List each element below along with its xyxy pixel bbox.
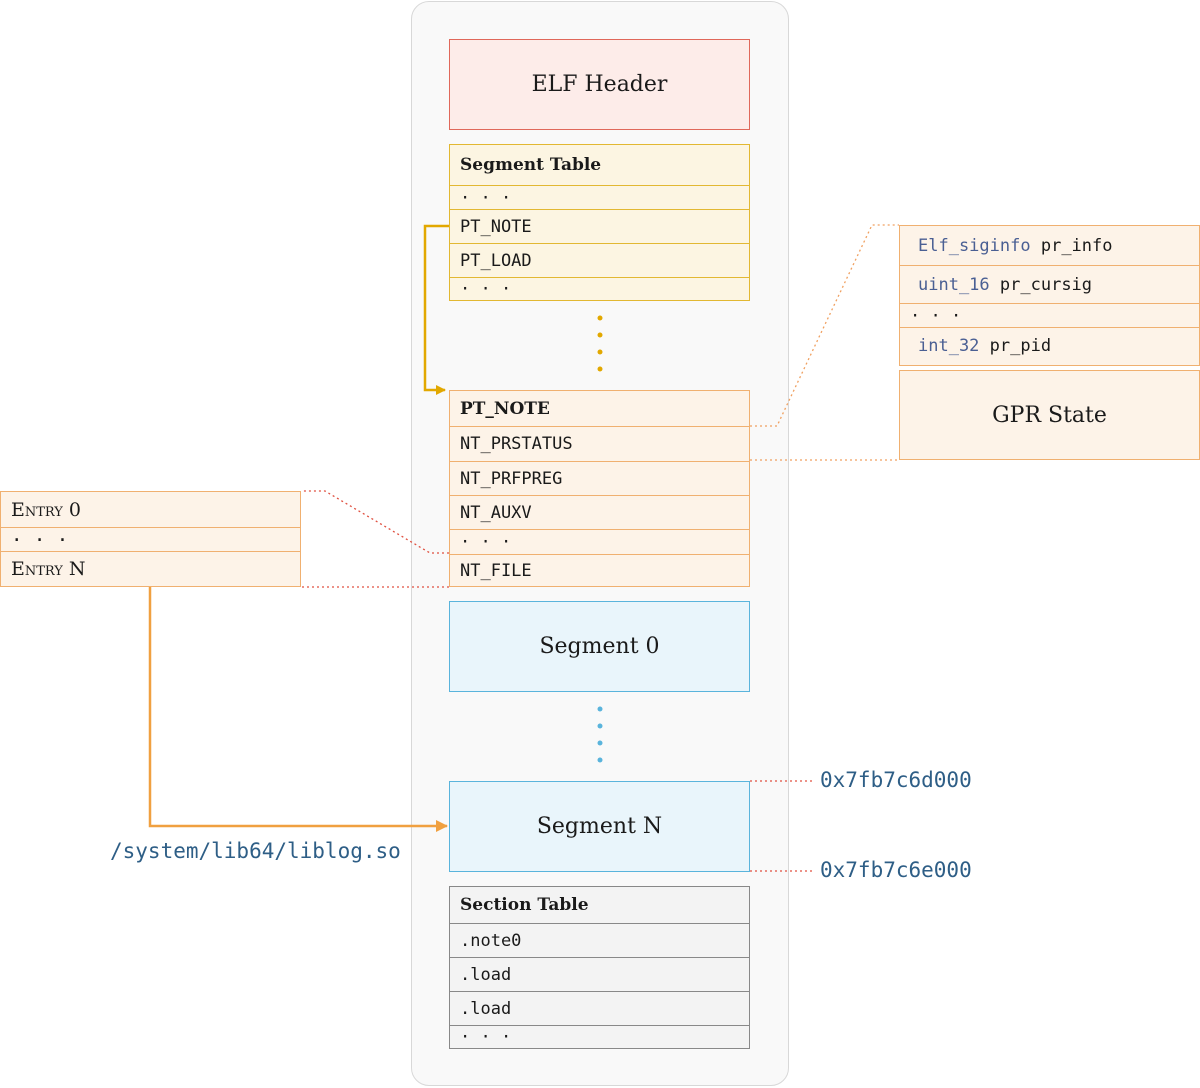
section-table-row-load: .load xyxy=(450,957,749,991)
gpr-state-box: GPR State xyxy=(899,370,1200,460)
segment-n-label: Segment N xyxy=(536,814,663,839)
field-name: · · · xyxy=(910,305,962,326)
nt-file-zoom-line-top xyxy=(301,490,449,554)
section-table-row-note0: .note0 xyxy=(450,923,749,957)
file-entry-0: Entry 0 xyxy=(11,498,82,521)
segment-table-row-pt-load: PT_LOAD xyxy=(450,243,749,277)
field-name: pr_info xyxy=(1040,235,1113,256)
prstatus-struct: Elf_siginfo pr_info uint_16 pr_cursig · … xyxy=(899,225,1200,366)
segment-table-row: · · · xyxy=(450,277,749,299)
section-table-row-load: .load xyxy=(450,991,749,1025)
segment-table: Segment Table · · · PT_NOTE PT_LOAD · · … xyxy=(449,144,750,301)
prstatus-row-pr-cursig: uint_16 pr_cursig xyxy=(900,265,1199,303)
file-entry-row: · · · xyxy=(1,527,300,551)
elf-header-box: ELF Header xyxy=(449,39,750,130)
field-name: pr_cursig xyxy=(999,274,1093,295)
pt-note-row-nt-file: NT_FILE xyxy=(450,554,749,586)
file-entries-table: Entry 0 · · · Entry N xyxy=(0,491,301,587)
gpr-state-label: GPR State xyxy=(992,402,1107,428)
pt-note-row: · · · xyxy=(450,529,749,554)
segment-n-end-address: 0x7fb7c6e000 xyxy=(820,858,972,882)
segment-table-row-pt-note: PT_NOTE xyxy=(450,209,749,243)
file-entry-mapping-arrow xyxy=(148,587,448,832)
pt-note-title: PT_NOTE xyxy=(460,398,550,419)
segment-0-box: Segment 0 xyxy=(449,601,750,692)
file-entry-n: Entry N xyxy=(1,551,300,585)
prstatus-row-pr-pid: int_32 pr_pid xyxy=(900,327,1199,364)
prstatus-row: · · · xyxy=(900,303,1199,327)
section-table: Section Table .note0 .load .load · · · xyxy=(449,886,750,1049)
segment-0-label: Segment 0 xyxy=(539,634,660,659)
field-type: uint_16 xyxy=(918,274,990,295)
section-table-title: Section Table xyxy=(460,895,589,915)
field-name: pr_pid xyxy=(989,336,1052,356)
prstatus-zoom-line-top xyxy=(750,224,899,427)
segment-n-start-address: 0x7fb7c6d000 xyxy=(820,768,972,792)
elf-header-label: ELF Header xyxy=(531,72,668,97)
segment-n-box: Segment N xyxy=(449,781,750,872)
prstatus-row-pr-info: Elf_siginfo pr_info xyxy=(900,226,1199,265)
pt-note-row-nt-prstatus: NT_PRSTATUS xyxy=(450,426,749,461)
file-path-label: /system/lib64/liblog.so xyxy=(110,839,401,863)
segment-table-title: Segment Table xyxy=(460,155,602,175)
pt-note-pointer-arrow xyxy=(423,224,449,395)
pt-note-row-nt-prfpreg: NT_PRFPREG xyxy=(450,461,749,495)
field-type: Elf_siginfo xyxy=(918,235,1031,256)
pt-note-segment: PT_NOTE NT_PRSTATUS NT_PRFPREG NT_AUXV ·… xyxy=(449,390,750,587)
segment-ellipsis-dots-gold xyxy=(597,315,603,372)
segment-ellipsis-dots-blue xyxy=(597,706,603,763)
field-type: int_32 xyxy=(918,336,980,356)
pt-note-row-nt-auxv: NT_AUXV xyxy=(450,495,749,529)
segment-table-row: · · · xyxy=(450,185,749,209)
section-table-row: · · · xyxy=(450,1025,749,1047)
